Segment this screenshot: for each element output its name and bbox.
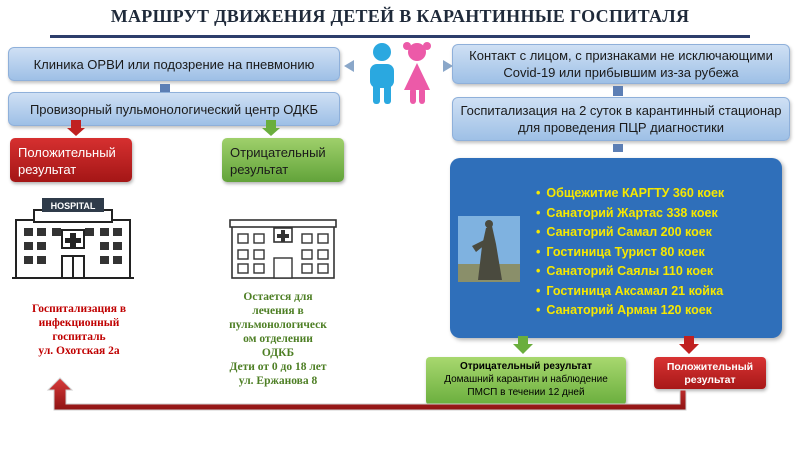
hospital-list-item: Санаторий Саялы 110 коек <box>536 262 724 282</box>
positive-result-box: Положительный результат <box>10 138 132 182</box>
hospital-list: Общежитие КАРГТУ 360 коек Санаторий Жарт… <box>536 184 724 321</box>
negative-note-line: пульмонологическ <box>229 319 327 331</box>
arrow-left-icon <box>344 60 354 72</box>
positive-result-box-right: Положительный результат <box>654 357 766 389</box>
positive-note: Госпитализация в инфекционный госпиталь … <box>10 302 148 358</box>
negative-note-line: ул. Ержанова 8 <box>238 375 318 387</box>
positive-note-line: инфекционный <box>38 317 120 329</box>
hospital-list-item: Санаторий Самал 200 коек <box>536 223 724 243</box>
hospital-sign-label: HOSPITAL <box>51 201 96 211</box>
hospital-list-item: Санаторий Арман 120 коек <box>536 301 724 321</box>
arrow-down-icon <box>613 144 623 152</box>
negative-result-text: ПМСП в течении 12 дней <box>467 387 585 398</box>
hospital-list-item: Санаторий Жартас 338 коек <box>536 204 724 224</box>
arrow-down-green-icon <box>266 120 276 130</box>
positive-note-line: госпиталь <box>52 331 106 343</box>
quarantine-hospitals-panel: Общежитие КАРГТУ 360 коек Санаторий Жарт… <box>450 158 782 338</box>
hospital-list-item: Гостиница Турист 80 коек <box>536 243 724 263</box>
negative-result-title: Отрицательный результат <box>459 361 593 372</box>
monument-photo <box>458 216 520 282</box>
arrow-down-green-head-icon <box>513 344 533 354</box>
arrow-down-icon <box>613 86 623 96</box>
negative-note-line: ом отделении <box>243 333 313 345</box>
arrow-down-red-head-icon <box>679 344 699 354</box>
positive-note-line: Госпитализация в <box>31 303 127 315</box>
negative-note-line: Дети от 0 до 18 лет <box>229 361 327 373</box>
negative-note-line: лечения в <box>252 305 304 317</box>
contact-box: Контакт с лицом, с признаками не исключа… <box>452 44 790 84</box>
children-icon <box>370 42 431 104</box>
negative-note-line: Остается для <box>243 291 313 303</box>
hospital-list-item: Гостиница Аксамал 21 койка <box>536 282 724 302</box>
hospitalization-box: Госпитализация на 2 суток в карантинный … <box>452 97 790 141</box>
negative-result-box: Отрицательный результат <box>222 138 344 182</box>
title-underline <box>50 35 750 38</box>
pulmonology-center-box: Провизорный пульмонологический центр ОДК… <box>8 92 340 126</box>
negative-note: Остается для лечения в пульмонологическ … <box>218 290 338 388</box>
hospital-icon: HOSPITAL <box>12 198 134 279</box>
arrow-down-icon <box>160 84 170 92</box>
pulmonology-building-icon <box>229 219 337 279</box>
arrow-down-red-head-icon <box>67 128 85 136</box>
negative-result-box-right: Отрицательный результат Домашний каранти… <box>426 357 626 405</box>
return-arrow <box>46 377 687 411</box>
arrow-down-red-icon <box>71 120 81 130</box>
positive-note-line: ул. Охотская 2а <box>38 345 120 357</box>
arrow-down-green-icon <box>518 336 528 346</box>
page-title: МАРШРУТ ДВИЖЕНИЯ ДЕТЕЙ В КАРАНТИННЫЕ ГОС… <box>110 6 690 26</box>
arrow-down-green-head-icon <box>262 128 280 136</box>
negative-result-text: Домашний карантин и наблюдение <box>444 374 608 385</box>
orvi-clinic-box: Клиника ОРВИ или подозрение на пневмонию <box>8 47 340 81</box>
hospital-list-item: Общежитие КАРГТУ 360 коек <box>536 184 724 204</box>
arrow-right-icon <box>443 60 453 72</box>
arrow-down-red-icon <box>684 336 694 346</box>
negative-note-line: ОДКБ <box>261 347 295 359</box>
